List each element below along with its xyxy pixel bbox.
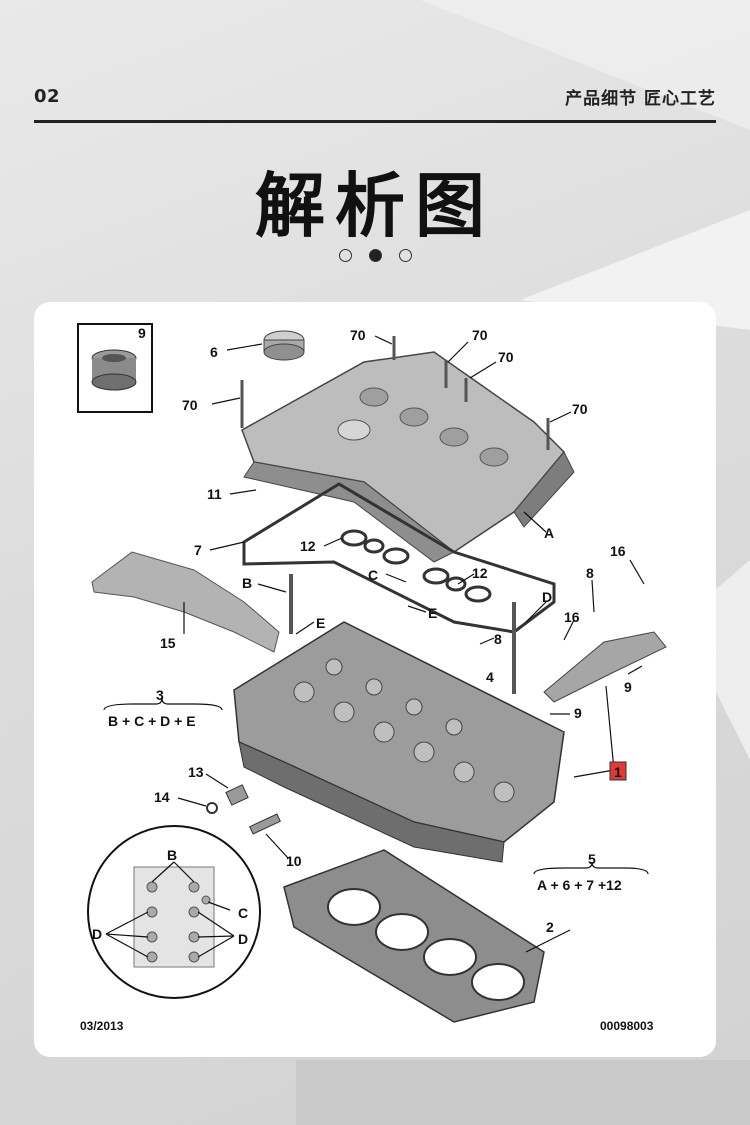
callout-6: 6 xyxy=(210,344,218,360)
callout-3: 3 xyxy=(156,687,164,703)
zoom-label-d-right: D xyxy=(238,931,248,947)
callout-70: 70 xyxy=(572,401,588,417)
header-tagline: 产品细节 匠心工艺 xyxy=(565,89,716,109)
formula-left-group: 3 B + C + D + E xyxy=(103,687,223,729)
spark-plug-seals-part xyxy=(340,529,492,603)
callout-1: 1 xyxy=(614,764,622,780)
callout-15: 15 xyxy=(160,635,176,651)
heat-shield-part xyxy=(91,551,280,653)
callout-70: 70 xyxy=(350,327,366,343)
callout-7: 7 xyxy=(194,542,202,558)
bushing-inset-box: 9 xyxy=(77,323,153,413)
camshaft-bracket-part xyxy=(543,631,667,703)
callout-c: C xyxy=(368,567,378,583)
callout-a: A xyxy=(544,525,554,541)
head-bolts-part xyxy=(289,574,516,694)
exploded-diagram-card: 9 xyxy=(34,302,716,1057)
callout-12: 12 xyxy=(472,565,488,581)
diagram-date: 03/2013 xyxy=(80,1019,124,1033)
zoom-label-c: C xyxy=(238,905,248,921)
callout-10: 10 xyxy=(286,853,302,869)
callout-9: 9 xyxy=(624,679,632,695)
carousel-dot-1[interactable] xyxy=(338,249,352,262)
callout-16: 16 xyxy=(610,543,626,559)
valve-cover-gasket-part xyxy=(242,482,556,634)
callout-12: 12 xyxy=(300,538,316,554)
callout-8: 8 xyxy=(494,631,502,647)
callout-2: 2 xyxy=(546,919,554,935)
callout-11: 11 xyxy=(207,486,222,502)
callout-8: 8 xyxy=(586,565,594,581)
callout-b: B xyxy=(242,575,252,591)
page-number: 02 xyxy=(34,86,61,107)
zoom-label-b: B xyxy=(167,847,177,863)
sensor-parts xyxy=(206,784,281,835)
callout-70: 70 xyxy=(472,327,488,343)
formula-left: B + C + D + E xyxy=(108,713,196,729)
callout-5: 5 xyxy=(588,851,596,867)
page-title: 解析图 xyxy=(255,165,495,247)
callout-70: 70 xyxy=(498,349,514,365)
callout-1-marker xyxy=(609,761,627,781)
callout-d: D xyxy=(542,589,552,605)
formula-right-group: 5 A + 6 + 7 +12 xyxy=(533,851,649,893)
header-divider xyxy=(34,120,716,123)
callout-13: 13 xyxy=(188,764,204,780)
exploded-diagram: 9 xyxy=(77,323,667,1033)
zoom-label-d-left: D xyxy=(92,926,102,942)
callout-e: E xyxy=(428,605,437,621)
formula-right: A + 6 + 7 +12 xyxy=(537,877,622,893)
callout-70: 70 xyxy=(182,397,198,413)
oil-filler-cap-part xyxy=(263,330,305,361)
cover-bolts-part xyxy=(240,336,550,450)
diagram-reference-number: 00098003 xyxy=(600,1019,654,1033)
callout-labels: 6 70 70 70 70 70 11 A 7 12 12 C E E B D … xyxy=(154,327,632,935)
head-gasket-part xyxy=(283,849,545,1023)
callout-9: 9 xyxy=(574,705,582,721)
callout-14: 14 xyxy=(154,789,170,805)
cylinder-head-part xyxy=(233,621,565,863)
carousel-dot-2[interactable] xyxy=(368,249,382,262)
callout-e: E xyxy=(316,615,325,631)
leader-lines xyxy=(177,335,645,953)
bolt-pattern-zoom: B C D D xyxy=(87,825,261,999)
callout-16: 16 xyxy=(564,609,580,625)
callout-label: 9 xyxy=(138,325,146,341)
carousel-dot-3[interactable] xyxy=(398,249,412,262)
callout-4: 4 xyxy=(486,669,494,685)
valve-cover-part xyxy=(241,351,575,563)
carousel-indicator xyxy=(0,249,750,262)
